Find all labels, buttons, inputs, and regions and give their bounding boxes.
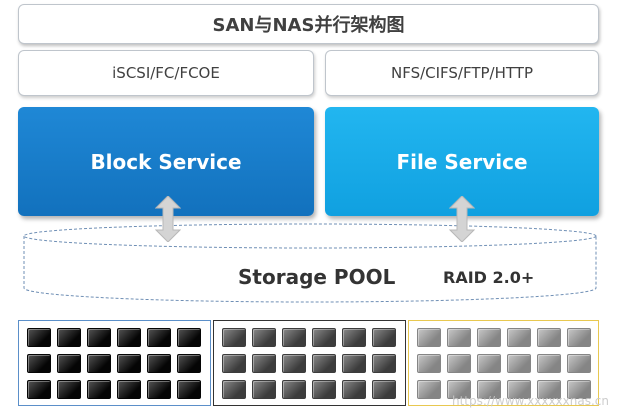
disk-icon — [417, 380, 441, 399]
disk-icon — [147, 354, 171, 373]
disk-icon — [222, 354, 246, 373]
disk-icon — [342, 380, 366, 399]
diagram-title: SAN与NAS并行架构图 — [18, 4, 599, 44]
raid-label: RAID 2.0+ — [443, 268, 535, 287]
storage-pool-label: Storage POOL — [238, 265, 396, 289]
disk-icon — [567, 328, 591, 347]
disk-icon — [537, 328, 561, 347]
disk-icon — [312, 354, 336, 373]
disk-icon — [117, 354, 141, 373]
disk-icon — [342, 328, 366, 347]
disk-icon — [372, 354, 396, 373]
disk-icon — [222, 380, 246, 399]
disk-icon — [567, 380, 591, 399]
disk-icon — [477, 380, 501, 399]
disk-icon — [342, 354, 366, 373]
disk-icon — [507, 380, 531, 399]
disk-icon — [507, 354, 531, 373]
disk-icon — [27, 354, 51, 373]
disk-icon — [372, 380, 396, 399]
watermark-text: https://www.xxxxxxnas.cn — [451, 394, 609, 408]
disk-icon — [177, 380, 201, 399]
disk-icon — [537, 354, 561, 373]
disk-icon — [117, 380, 141, 399]
disk-icon — [57, 354, 81, 373]
disk-group-gray — [213, 320, 406, 406]
disk-icon — [57, 380, 81, 399]
storage-pool-cylinder — [23, 223, 597, 303]
disk-icon — [117, 328, 141, 347]
disk-icon — [177, 328, 201, 347]
disk-icon — [447, 380, 471, 399]
disk-icon — [87, 354, 111, 373]
file-pool-arrow-overlay-icon — [449, 196, 475, 242]
disk-icon — [282, 328, 306, 347]
disk-icon — [87, 380, 111, 399]
disk-icon — [312, 380, 336, 399]
disk-icon — [537, 380, 561, 399]
disk-icon — [57, 328, 81, 347]
disk-icon — [312, 328, 336, 347]
disk-icon — [252, 328, 276, 347]
disk-icon — [417, 328, 441, 347]
disk-icon — [372, 328, 396, 347]
disk-group-black — [18, 320, 211, 406]
disk-icon — [252, 380, 276, 399]
disk-icon — [252, 354, 276, 373]
disk-icon — [282, 380, 306, 399]
disk-icon — [27, 328, 51, 347]
disk-icon — [27, 380, 51, 399]
disk-icon — [507, 328, 531, 347]
disk-icon — [222, 328, 246, 347]
disk-icon — [477, 328, 501, 347]
disk-group-light — [408, 320, 599, 406]
disk-icon — [447, 354, 471, 373]
block-pool-arrow-overlay-icon — [155, 196, 181, 242]
file-protocols-box: NFS/CIFS/FTP/HTTP — [325, 50, 599, 96]
disk-icon — [567, 354, 591, 373]
disk-icon — [147, 328, 171, 347]
disk-icon — [417, 354, 441, 373]
disk-icon — [147, 380, 171, 399]
disk-icon — [87, 328, 111, 347]
disk-icon — [477, 354, 501, 373]
disk-icon — [282, 354, 306, 373]
disk-icon — [177, 354, 201, 373]
disk-icon — [447, 328, 471, 347]
block-protocols-box: iSCSI/FC/FCOE — [18, 50, 314, 96]
